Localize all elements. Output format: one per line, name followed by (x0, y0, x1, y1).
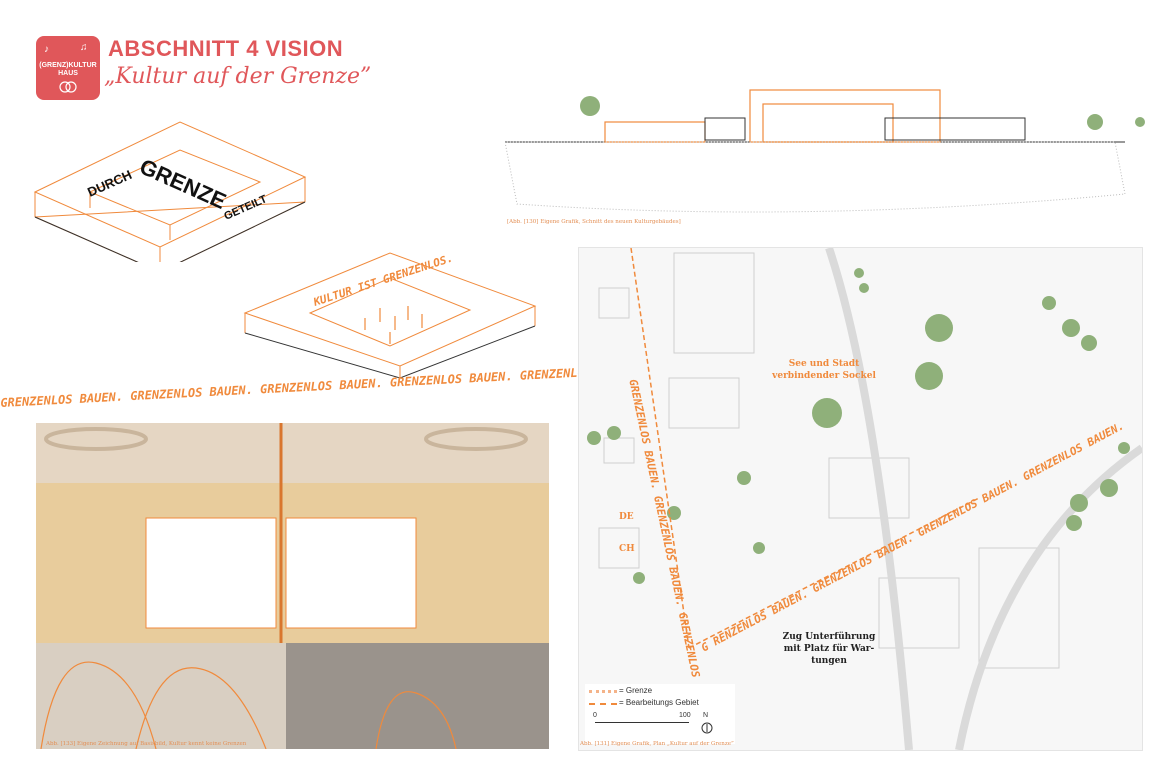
logo-badge: ♪ ♫ (GRENZ)KULTUR HAUS (36, 36, 100, 100)
theatre-masks-icon (59, 81, 77, 93)
scale-bar (595, 722, 689, 727)
map-label-zug: Zug Unterführung mit Platz für War- tung… (782, 632, 876, 666)
north-label: N (703, 712, 709, 719)
logo-line1: (GRENZ)KULTUR (39, 62, 97, 69)
hall-drawing (36, 423, 549, 749)
page-subtitle: „Kultur auf der Grenze” (104, 64, 372, 89)
map-label-sockel: See und Stadt verbindender Sockel (772, 359, 876, 381)
hall-caption: Abb. [133] Eigene Zeichnung auf Basisbil… (46, 741, 247, 747)
building-section (505, 89, 1145, 213)
legend-gebiet-label: = Bearbeitungs Gebiet (619, 698, 699, 707)
iso-word-center: GRENZE (136, 154, 230, 214)
legend-gebiet-swatch (589, 703, 617, 707)
section-caption: [Abb. [130] Eigene Grafik, Schnitt des n… (507, 219, 681, 225)
hall-illustration (36, 423, 549, 749)
svg-text:♫: ♫ (80, 42, 88, 53)
page-title: ABSCHNITT 4 VISION (108, 36, 344, 61)
logo-text: (GRENZ)KULTUR HAUS (36, 62, 100, 78)
map-legend: = Grenze = Bearbeitungs Gebiet 0 100 N (585, 684, 735, 744)
logo-line2: HAUS (58, 70, 78, 77)
map-label-ch: CH (619, 544, 635, 554)
map-label-de: DE (619, 512, 634, 522)
site-map: GRENZENLOS BAUEN. GRENZENLOS BAUEN. GREN… (578, 247, 1143, 751)
tree-icon (580, 96, 600, 116)
map-drawing (587, 248, 1142, 750)
iso-word-right: GETEILT (222, 193, 269, 223)
north-arrow-icon (701, 722, 713, 734)
iso-diagram-borderless: KULTUR IST GRENZENLOS. (243, 251, 537, 379)
iso-borderless-text: KULTUR IST GRENZENLOS. (311, 251, 455, 309)
music-notes-icon: ♪ ♫ (44, 42, 88, 55)
svg-text:♪: ♪ (44, 44, 49, 55)
map-caption: Abb. [131] Eigene Grafik, Plan „Kultur a… (580, 741, 734, 747)
scale-label-100: 100 (679, 712, 691, 719)
tree-icon (1135, 117, 1145, 127)
legend-grenze-label: = Grenze (619, 686, 653, 695)
tree-icon (1087, 114, 1103, 130)
scale-label-0: 0 (593, 712, 597, 719)
iso-word-left: DURCH (85, 167, 134, 200)
legend-grenze-swatch (589, 690, 617, 696)
iso-diagram-divided: DURCH GRENZE GETEILT (33, 121, 307, 262)
dancers-group (364, 306, 423, 344)
